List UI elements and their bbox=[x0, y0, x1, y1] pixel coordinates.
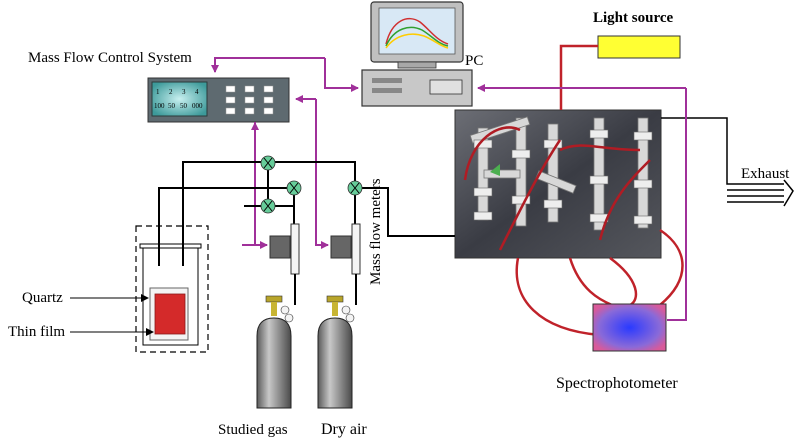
mfc-reading: 50 bbox=[180, 102, 188, 110]
gas-cell-photo bbox=[454, 109, 662, 259]
mfc-display bbox=[151, 81, 208, 117]
valve-icon bbox=[260, 155, 276, 171]
mfc-digit: 2 bbox=[169, 88, 173, 96]
exhaust-label: Exhaust bbox=[741, 166, 790, 182]
thin-film-label: Thin film bbox=[8, 324, 65, 340]
valve-icon bbox=[260, 198, 276, 214]
mass-flow-meter bbox=[330, 223, 361, 275]
mass-flow-control-unit: 1 2 3 4 100 50 50 000 bbox=[147, 77, 290, 123]
gas-cylinder-icon bbox=[317, 295, 355, 409]
dry-air-label: Dry air bbox=[321, 421, 367, 438]
valve-icon bbox=[286, 180, 302, 196]
spectrophotometer bbox=[592, 303, 667, 352]
mfc-reading: 50 bbox=[168, 102, 176, 110]
thin-film bbox=[154, 293, 186, 335]
studied-gas-label: Studied gas bbox=[218, 422, 288, 438]
pc-label: PC bbox=[465, 53, 483, 69]
mfc-reading: 000 bbox=[192, 102, 203, 110]
monitor-icon bbox=[370, 1, 464, 69]
mass-flow-meter bbox=[269, 223, 300, 275]
mfc-digit: 1 bbox=[156, 88, 160, 96]
exhaust-line bbox=[661, 117, 794, 207]
gas-cylinder-icon bbox=[256, 295, 294, 409]
pc-computer: PC bbox=[361, 1, 483, 107]
optical-fibers bbox=[515, 44, 684, 337]
mfc-digit: 3 bbox=[182, 88, 186, 96]
gas-lines bbox=[158, 161, 455, 241]
light-source bbox=[597, 35, 681, 59]
mfc-button-grid bbox=[225, 85, 274, 115]
spectrophotometer-label: Spectrophotometer bbox=[556, 375, 678, 392]
signal-lines bbox=[211, 57, 687, 321]
mass-flow-meters-label: Mass flow meters bbox=[368, 178, 384, 285]
quartz-label: Quartz bbox=[22, 290, 63, 306]
sensor-chamber bbox=[135, 205, 209, 353]
computer-case-icon bbox=[361, 69, 473, 107]
mfc-system-label: Mass Flow Control System bbox=[28, 50, 192, 66]
mfc-reading: 100 bbox=[154, 102, 165, 110]
light-source-label: Light source bbox=[593, 10, 673, 26]
valve-icon bbox=[347, 180, 363, 196]
mfc-digit: 4 bbox=[195, 88, 199, 96]
